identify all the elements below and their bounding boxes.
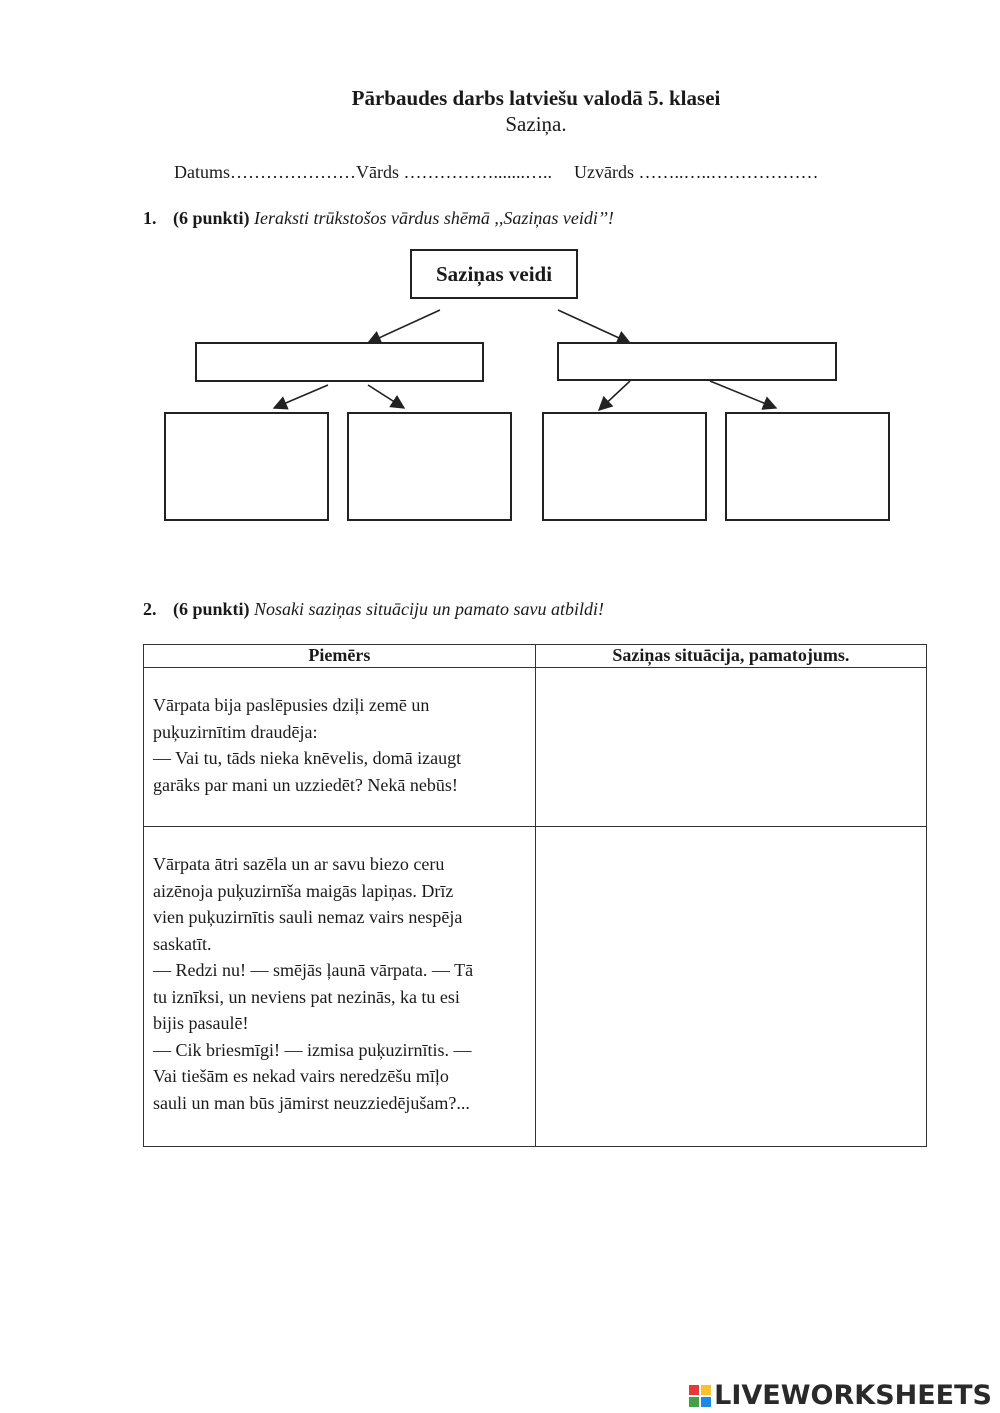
arrow-right-sub-1 — [597, 380, 631, 411]
column-header-situation: Saziņas situācija, pamatojums. — [534, 644, 928, 668]
task-1-number: 1. — [143, 208, 157, 228]
task-1-instruction: Ieraksti trūkstošos vārdus shēmā ,,Saziņ… — [254, 208, 614, 228]
example-line: aizēnoja puķuzirnīša maigās lapiņas. Drī… — [153, 880, 454, 901]
liveworksheets-logo[interactable]: LIVEWORKSHEETS — [689, 1380, 992, 1411]
example-line: puķuzirnītim draudēja: — [153, 721, 318, 742]
answer-cell-2[interactable] — [534, 826, 928, 1147]
name-field[interactable]: Vārds …………….......….. — [356, 162, 552, 182]
example-line: sauli un man būs jāmirst neuzziedējušam?… — [153, 1092, 470, 1113]
column-header-example: Piemērs — [143, 644, 536, 668]
example-line: — Redzi nu! — smējās ļaunā vārpata. — Tā — [153, 960, 474, 980]
arrow-right-sub-2 — [709, 380, 778, 410]
example-line: bijis pasaulē! — [153, 1013, 249, 1033]
worksheet-title: Pārbaudes darbs latviešu valodā 5. klase… — [351, 86, 721, 110]
logo-square-yellow — [701, 1384, 712, 1395]
arrow-right-main — [557, 309, 632, 345]
example-line: vien puķuzirnītis sauli nemaz vairs nesp… — [153, 907, 463, 927]
table-row: Vārpata ātri sazēla un ar savu biezo cer… — [143, 826, 928, 1147]
table-row: Vārpata bija paslēpusies dziļi zemē un p… — [143, 667, 928, 827]
example-line: tu iznīksi, un neviens pat nezinās, ka t… — [153, 986, 460, 1007]
answer-box-left-1[interactable] — [164, 412, 329, 521]
answer-box-right-1[interactable] — [542, 412, 707, 521]
task-2-heading: 2. (6 punkti) Nosaki saziņas situāciju un… — [143, 599, 604, 620]
task-2-points: (6 punkti) — [173, 599, 250, 619]
diagram-root-box: Saziņas veidi — [410, 249, 578, 299]
liveworksheets-logo-icon — [689, 1384, 712, 1407]
arrow-left-sub-2 — [367, 384, 406, 409]
example-line: Vārpata bija paslēpusies dziļi zemē un — [153, 695, 430, 715]
example-line: — Cik briesmīgi! — izmisa puķuzirnītis. … — [153, 1039, 472, 1060]
example-line: Vai tiešām es nekad vairs neredzēšu mīļo — [153, 1066, 449, 1086]
logo-square-blue — [701, 1396, 712, 1407]
logo-square-red — [689, 1384, 700, 1395]
task-2-instruction: Nosaki saziņas situāciju un pamato savu … — [254, 599, 605, 619]
answer-box-left-2[interactable] — [347, 412, 512, 521]
example-line: Vārpata ātri sazēla un ar savu biezo cer… — [153, 854, 445, 874]
logo-square-green — [689, 1396, 700, 1407]
example-line: saskatīt. — [153, 933, 212, 954]
answer-box-left-main[interactable] — [195, 342, 484, 382]
example-line: garāks par mani un uzziedēt? Nekā nebūs! — [153, 774, 458, 795]
worksheet-subtitle: Saziņa. — [505, 112, 567, 136]
liveworksheets-wordmark: LIVEWORKSHEETS — [714, 1380, 992, 1411]
arrow-left-sub-1 — [272, 384, 329, 410]
student-info-row: Datums…………………Vārds …………….......….. Uzvārd… — [174, 162, 818, 183]
arrow-left-main — [366, 309, 441, 345]
example-line: — Vai tu, tāds nieka knēvelis, domā izau… — [153, 748, 462, 768]
example-cell: Vārpata bija paslēpusies dziļi zemē un p… — [143, 667, 536, 827]
task-2-number: 2. — [143, 599, 157, 619]
answer-cell-1[interactable] — [534, 667, 928, 827]
task-1-heading: 1. (6 punkti) Ieraksti trūkstošos vārdus … — [143, 208, 614, 229]
example-cell: Vārpata ātri sazēla un ar savu biezo cer… — [143, 826, 536, 1147]
answer-box-right-2[interactable] — [725, 412, 890, 521]
surname-field[interactable]: Uzvārds ……..…..……………… — [574, 162, 819, 182]
task-1-points: (6 punkti) — [173, 208, 250, 228]
situation-table: Piemērs Saziņas situācija, pamatojums. V… — [143, 644, 928, 1147]
date-field[interactable]: Datums………………… — [174, 162, 356, 182]
table-header-row: Piemērs Saziņas situācija, pamatojums. — [143, 644, 928, 668]
answer-box-right-main[interactable] — [557, 342, 837, 381]
